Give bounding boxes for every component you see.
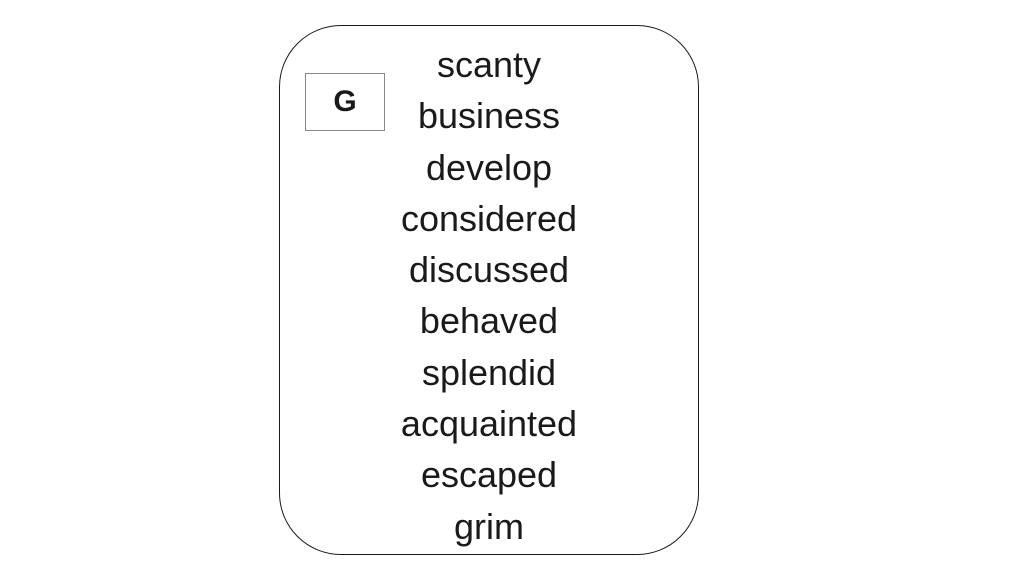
word-item: grim <box>454 505 524 547</box>
word-item: acquainted <box>400 403 578 445</box>
word-item: considered <box>400 197 578 239</box>
word-item: behaved <box>419 300 559 342</box>
word-item: develop <box>425 146 553 188</box>
word-item: discussed <box>408 249 570 291</box>
card-label: G <box>305 73 385 131</box>
word-item: scanty <box>436 44 542 85</box>
word-item: splendid <box>421 351 557 393</box>
word-list: scanty business develop considered discu… <box>330 39 648 552</box>
word-item: business <box>417 95 561 137</box>
word-card <box>279 25 699 555</box>
word-item: escaped <box>420 454 558 496</box>
